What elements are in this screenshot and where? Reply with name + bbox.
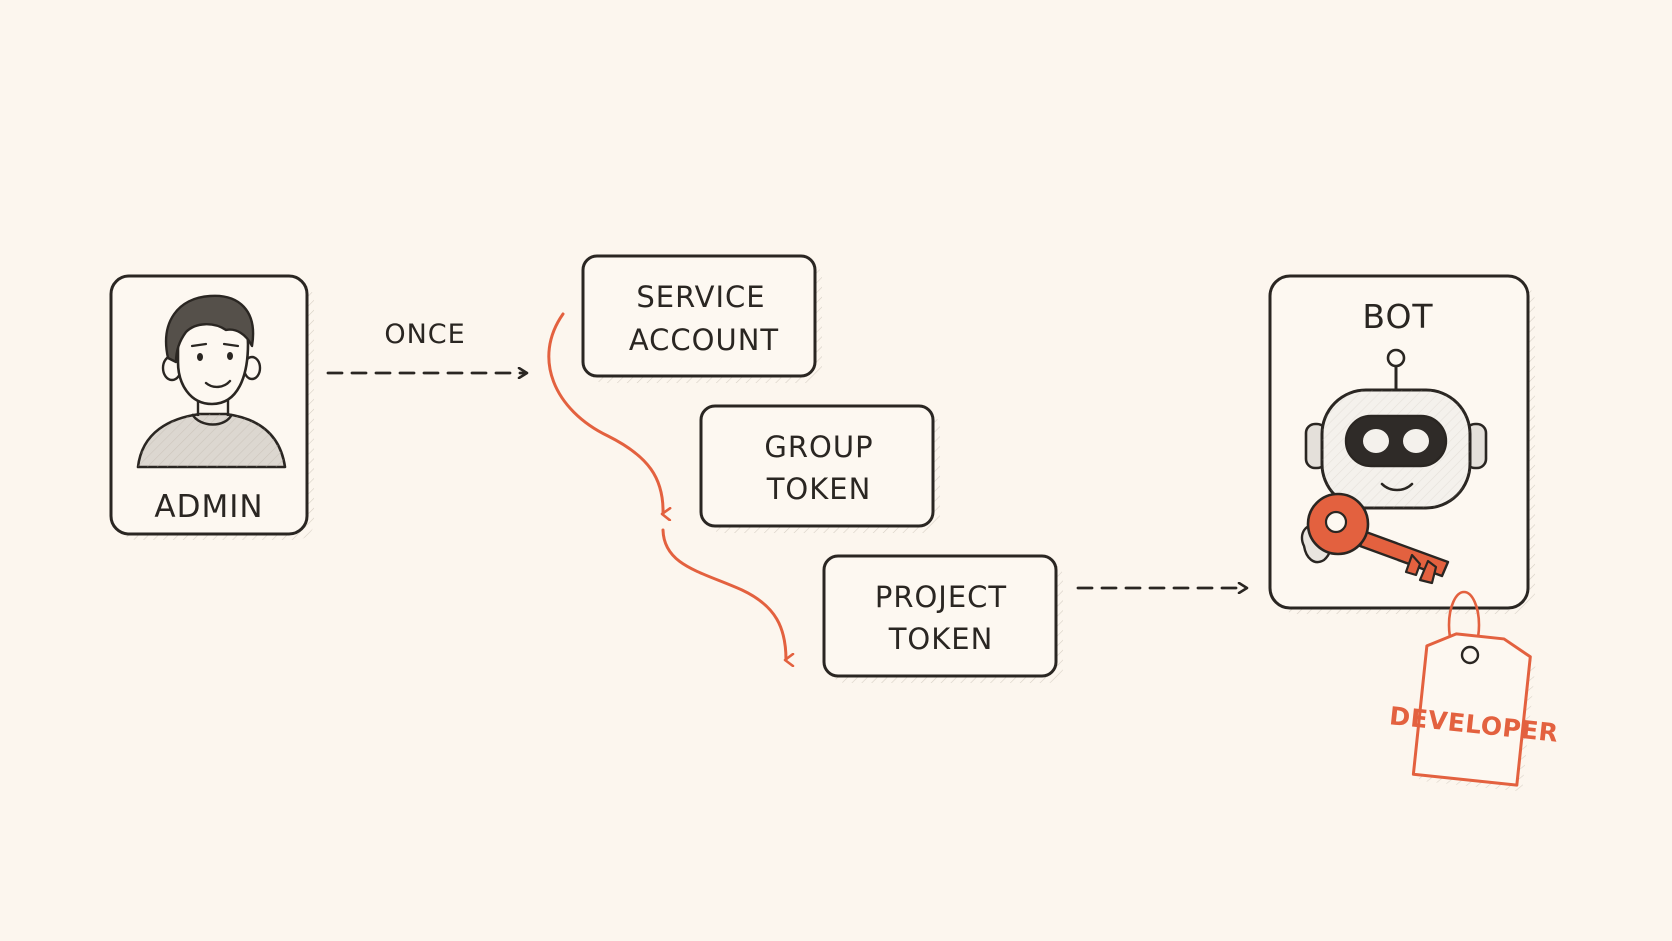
bot-card: BOT (1268, 274, 1535, 614)
arrow-group-to-project (661, 528, 786, 660)
cascade-arrows (547, 312, 786, 660)
admin-person-icon (136, 294, 287, 469)
service-account-line2: ACCOUNT (629, 323, 779, 357)
edge-admin-to-service: ONCE (326, 319, 526, 373)
robot-icon (1304, 348, 1488, 510)
admin-card: ADMIN (109, 274, 314, 540)
arrow-service-to-group (547, 312, 663, 514)
bot-label: BOT (1362, 297, 1433, 336)
edge-label-once: ONCE (384, 319, 465, 350)
admin-label: ADMIN (154, 489, 263, 525)
group-token-line1: GROUP (764, 430, 873, 464)
group-token-line2: TOKEN (766, 472, 872, 506)
service-account-line1: SERVICE (636, 280, 765, 314)
group-token-box: GROUP TOKEN (699, 404, 940, 533)
service-account-box: SERVICE ACCOUNT (581, 254, 822, 383)
project-token-line2: TOKEN (888, 622, 994, 656)
developer-tag: DEVELOPER (1388, 590, 1560, 792)
project-token-line1: PROJECT (875, 580, 1007, 614)
key-icon (1300, 492, 1450, 585)
project-token-box: PROJECT TOKEN (822, 554, 1063, 683)
